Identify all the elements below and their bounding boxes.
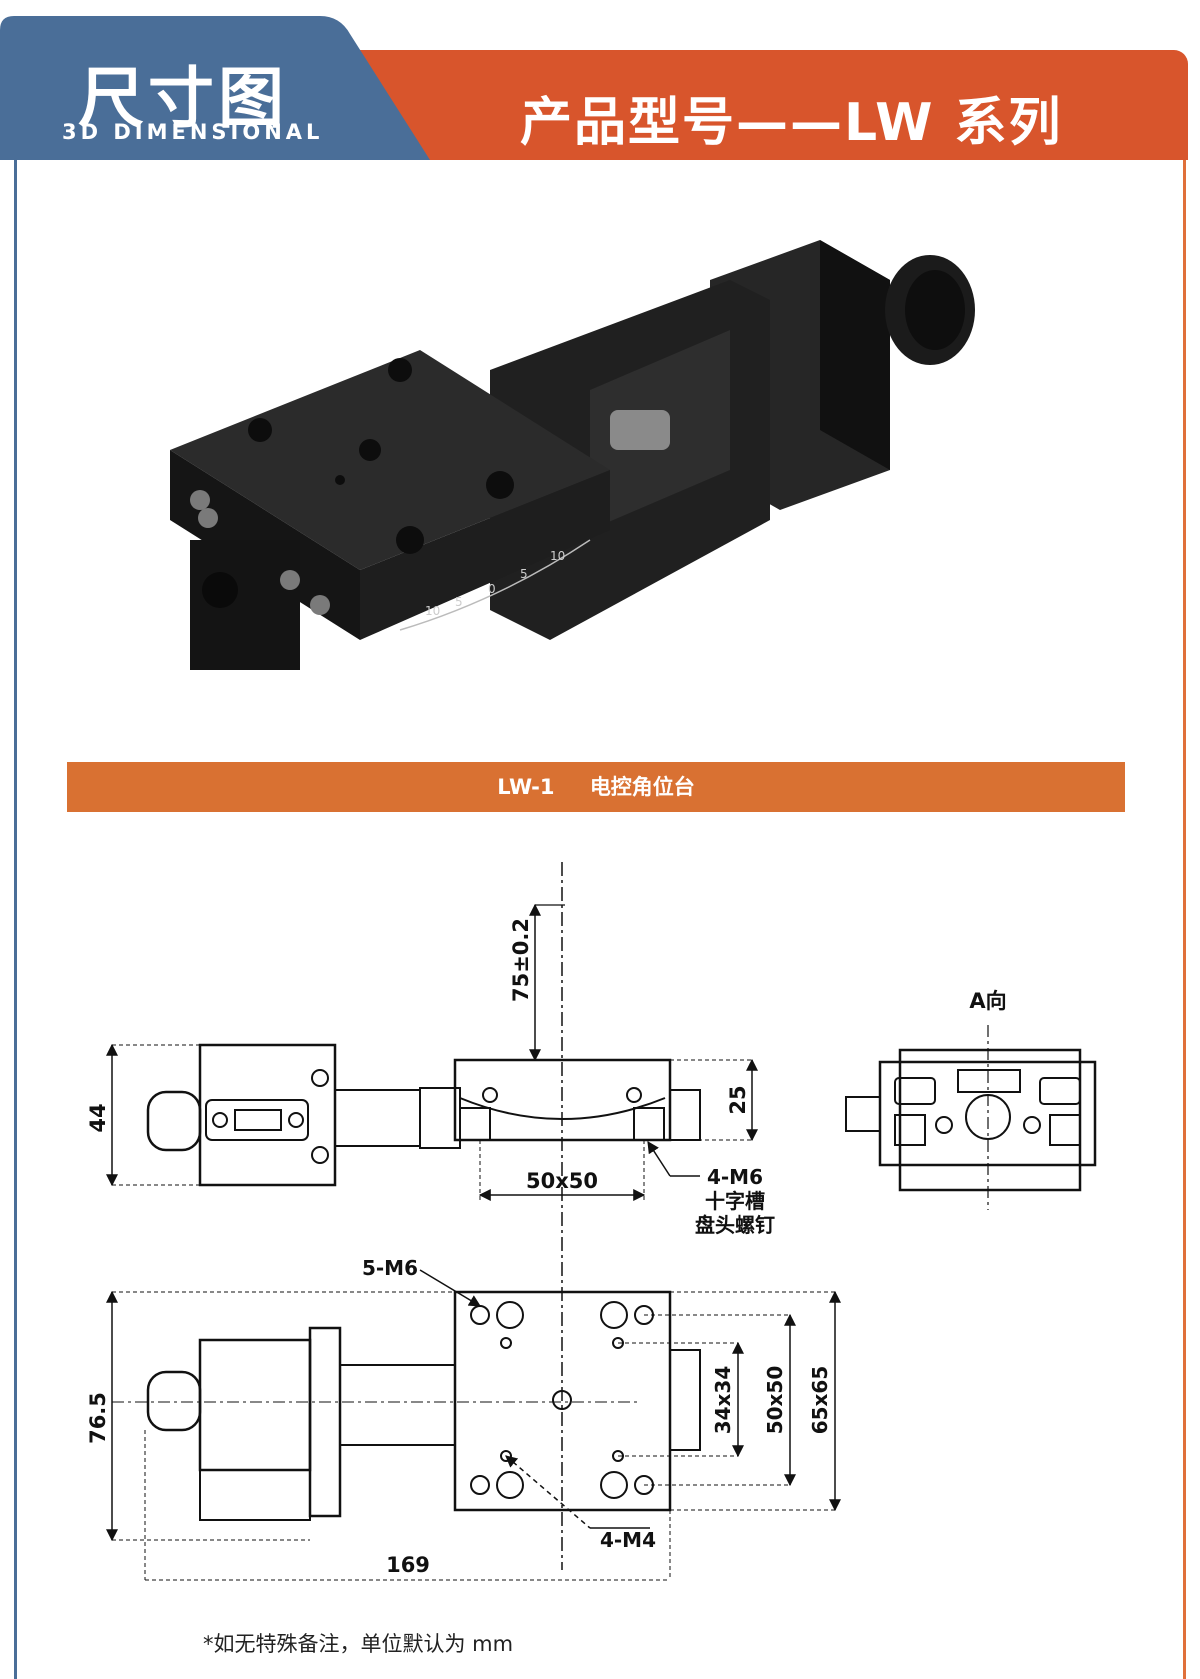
- dim-25: 25: [726, 1085, 750, 1114]
- dim-65x65: 65x65: [808, 1366, 832, 1435]
- scale-label: 10: [550, 549, 565, 563]
- header-blue-tab: [0, 16, 430, 160]
- plan-view: [112, 1290, 701, 1521]
- angle-scale: 10 5 0 5 10: [399, 539, 591, 631]
- dim-76-5: 76.5: [86, 1392, 110, 1444]
- callout-4m6: 4-M6: [707, 1165, 763, 1189]
- callout-5m6: 5-M6: [362, 1256, 418, 1280]
- dim-34x34: 34x34: [711, 1366, 735, 1435]
- dim-50x50-top: 50x50: [526, 1169, 598, 1193]
- model-bar: LW-1 电控角位台: [67, 762, 1125, 812]
- callout-cross-slot: 十字槽: [705, 1189, 765, 1213]
- header-title-en: 3D DIMENSIONAL: [62, 120, 324, 144]
- callout-pan-head: 盘头螺钉: [695, 1213, 775, 1237]
- dim-169: 169: [386, 1553, 430, 1577]
- model-number: LW-1: [497, 775, 555, 799]
- view-a-label: A向: [969, 989, 1006, 1013]
- header-orange-banner: [300, 50, 1188, 160]
- scale-label: 10: [425, 604, 440, 618]
- dim-75: 75±0.2: [509, 918, 533, 1002]
- scale-label: 0: [488, 582, 496, 596]
- dimension-drawing: 75±0.2 44 25 50x50 4-M6 十字槽 盘头螺钉 A向: [86, 862, 1097, 1581]
- front-clamp: [190, 490, 330, 670]
- dim-44: 44: [86, 1103, 110, 1132]
- dim-50x50-side: 50x50: [763, 1366, 787, 1435]
- front-view: [146, 1043, 701, 1187]
- scale-label: 5: [455, 595, 463, 609]
- callout-4m4: 4-M4: [600, 1528, 656, 1552]
- product-photo: 10 5 0 5 10: [170, 240, 975, 670]
- model-name: 电控角位台: [589, 775, 695, 799]
- header-title-cn: 尺寸图: [78, 60, 288, 137]
- a-direction-view: [845, 1025, 1097, 1210]
- frame-right-border: [1183, 150, 1186, 1679]
- product-series-title: 产品型号——LW 系列: [520, 93, 1063, 153]
- unit-note: *如无特殊备注，单位默认为 mm: [203, 1632, 514, 1656]
- scale-label: 5: [520, 567, 528, 581]
- frame-left-border: [14, 150, 17, 1679]
